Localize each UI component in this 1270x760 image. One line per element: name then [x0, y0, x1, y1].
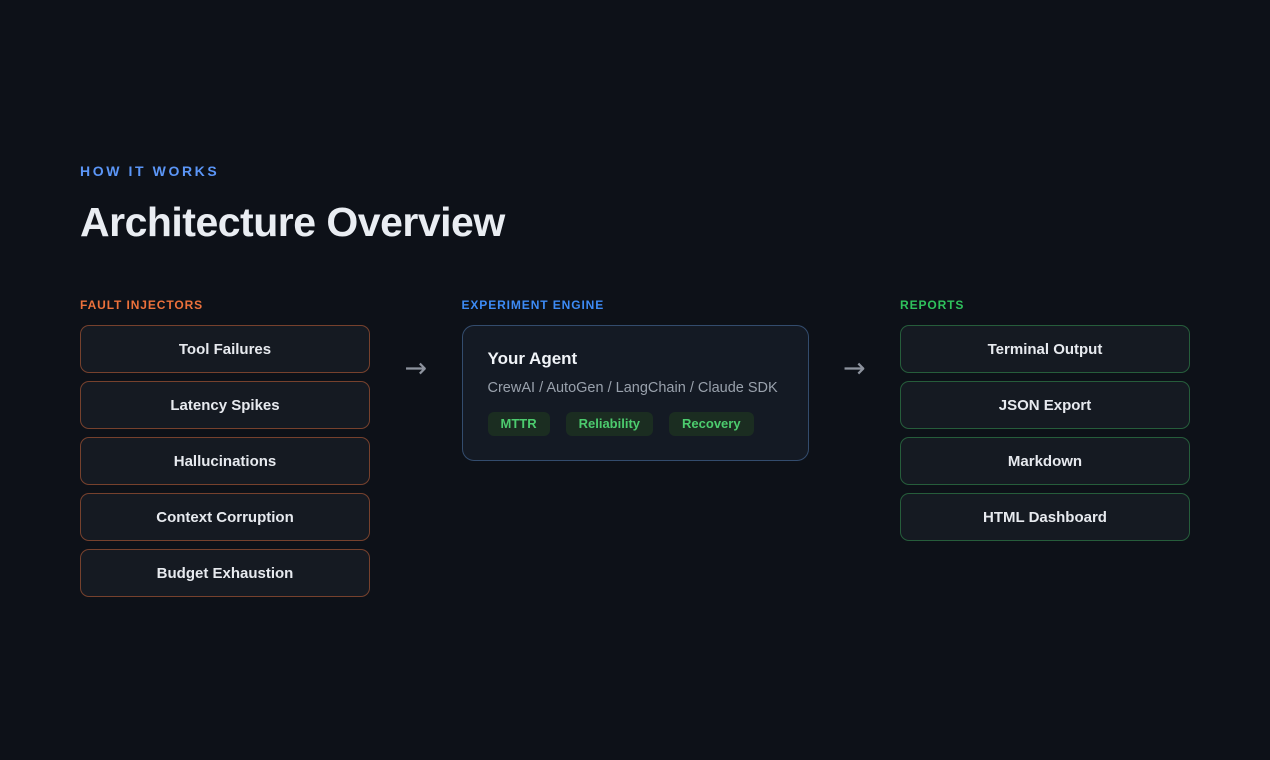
right-arrow-icon: →	[404, 353, 428, 384]
report-node-markdown: Markdown	[900, 437, 1190, 485]
badge-mttr: MTTR	[487, 412, 550, 436]
agent-card-title: Your Agent	[487, 349, 578, 368]
fault-node-context-corruption: Context Corruption	[80, 493, 370, 541]
report-node-json-export: JSON Export	[900, 381, 1190, 429]
fault-node-budget-exhaustion: Budget Exhaustion	[80, 549, 370, 597]
fault-node-hallucinations: Hallucinations	[80, 437, 370, 485]
architecture-overview-section: HOW IT WORKS Architecture Overview FAULT…	[80, 0, 1190, 605]
flow-connector-left: →	[370, 299, 462, 382]
architecture-diagram: FAULT INJECTORS Tool Failures Latency Sp…	[80, 299, 1190, 605]
section-eyebrow: HOW IT WORKS	[80, 163, 220, 179]
metric-badges: MTTR Reliability Recovery	[487, 412, 783, 436]
fault-injectors-column: FAULT INJECTORS Tool Failures Latency Sp…	[80, 299, 370, 605]
badge-reliability: Reliability	[565, 412, 654, 436]
flow-connector-right: →	[809, 299, 901, 382]
fault-node-tool-failures: Tool Failures	[80, 325, 370, 373]
badge-recovery: Recovery	[669, 412, 754, 436]
reports-column: REPORTS Terminal Output JSON Export Mark…	[900, 299, 1190, 549]
right-arrow-icon: →	[842, 353, 866, 384]
experiment-engine-label: EXPERIMENT ENGINE	[461, 298, 605, 312]
fault-node-latency-spikes: Latency Spikes	[80, 381, 370, 429]
report-node-html-dashboard: HTML Dashboard	[900, 493, 1190, 541]
page-title: Architecture Overview	[80, 199, 505, 245]
agent-frameworks-text: CrewAI / AutoGen / LangChain / Claude SD…	[487, 380, 778, 396]
reports-label: REPORTS	[900, 298, 965, 312]
your-agent-card: Your Agent CrewAI / AutoGen / LangChain …	[461, 325, 809, 461]
experiment-engine-column: EXPERIMENT ENGINE Your Agent CrewAI / Au…	[461, 298, 809, 461]
fault-injectors-label: FAULT INJECTORS	[80, 298, 204, 312]
report-node-terminal-output: Terminal Output	[900, 325, 1190, 373]
